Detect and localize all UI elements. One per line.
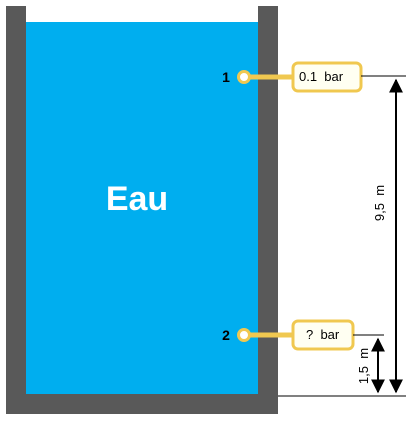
tank-bottom <box>6 394 278 414</box>
gauge-1-box <box>291 61 363 93</box>
water-label: Eau <box>106 180 168 218</box>
gauge-2: 2 ? bar <box>222 319 355 351</box>
gauge-2-reading: ? bar <box>306 327 340 342</box>
gauge-1-number: 1 <box>222 69 230 85</box>
gauge-2-number: 2 <box>222 327 230 343</box>
water <box>26 22 258 396</box>
gauge-1-reading: 0.1 bar <box>299 69 344 84</box>
dimension-label-9-5: 9,5 m <box>372 185 387 221</box>
gauge-1-port <box>237 70 251 84</box>
gauge-1: 1 0.1 bar <box>222 61 363 93</box>
tank-left-wall <box>6 6 26 414</box>
dimension-label-1-5: 1,5 m <box>356 348 371 384</box>
gauge-2-port <box>237 328 251 342</box>
tank-right-wall <box>258 6 278 414</box>
